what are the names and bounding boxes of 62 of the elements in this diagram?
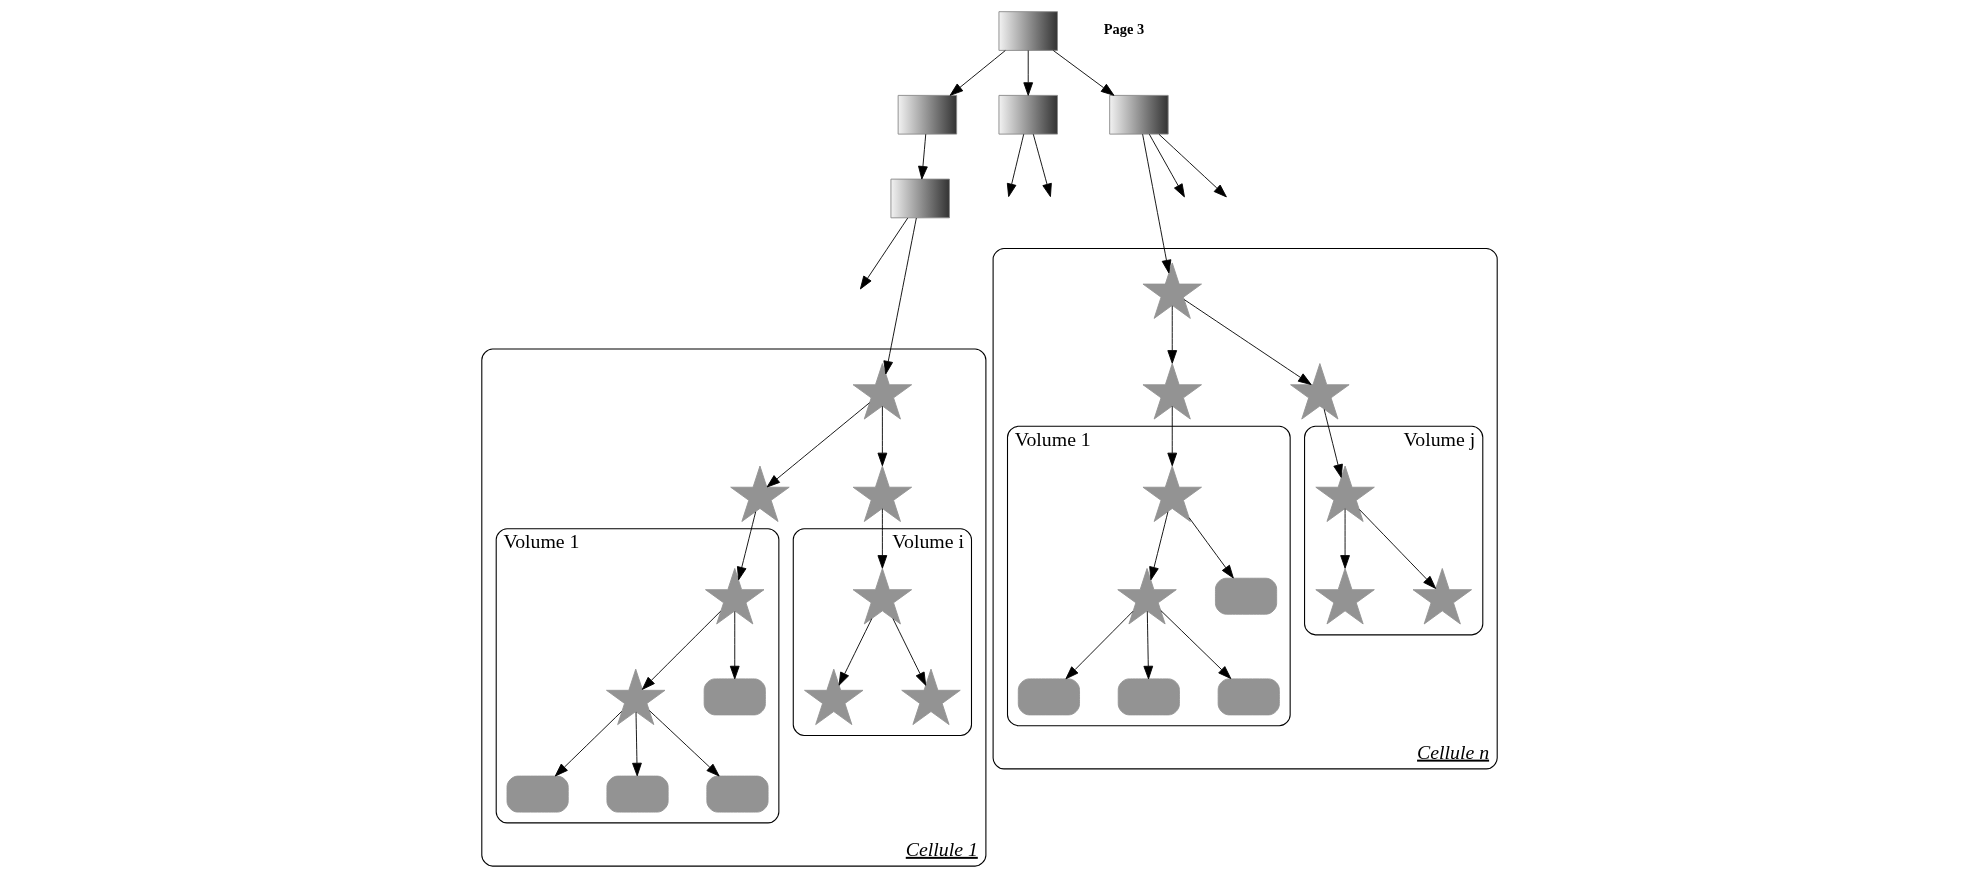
arrow bbox=[1167, 405, 1178, 467]
cluster: Volume 1 bbox=[495, 528, 780, 824]
node-box bbox=[606, 775, 669, 813]
arrow bbox=[1065, 610, 1134, 680]
arrow bbox=[949, 50, 1006, 96]
arrow bbox=[766, 402, 870, 488]
node-star bbox=[730, 465, 790, 522]
arrow bbox=[1148, 133, 1185, 198]
node-star bbox=[1412, 568, 1472, 625]
arrow bbox=[1188, 517, 1234, 579]
arrow bbox=[918, 133, 928, 180]
arrow bbox=[883, 217, 917, 375]
arrow bbox=[632, 711, 642, 777]
node-box bbox=[1017, 678, 1080, 716]
arrow bbox=[649, 710, 720, 777]
arrow bbox=[729, 610, 740, 680]
arrow bbox=[1149, 511, 1169, 581]
arrow bbox=[892, 618, 927, 686]
arrow bbox=[1323, 408, 1343, 478]
node-star bbox=[852, 363, 913, 420]
arrow bbox=[1358, 509, 1437, 589]
node-star bbox=[852, 465, 913, 522]
arrow bbox=[1032, 133, 1052, 198]
arrow bbox=[736, 511, 757, 581]
arrow bbox=[877, 405, 888, 467]
arrow bbox=[1052, 50, 1115, 96]
node-box bbox=[1117, 678, 1180, 716]
node-box bbox=[706, 775, 769, 813]
node-box bbox=[703, 678, 766, 716]
arrow bbox=[1340, 508, 1350, 569]
arrow bbox=[1167, 305, 1178, 364]
cluster: Volume 1 bbox=[1006, 425, 1291, 727]
cluster: Volume j bbox=[1304, 425, 1484, 636]
node-star bbox=[1290, 363, 1350, 420]
arrow bbox=[859, 217, 909, 290]
node-box bbox=[998, 11, 1058, 51]
arrow bbox=[1143, 610, 1154, 680]
node-box bbox=[1217, 678, 1280, 716]
arrow bbox=[1142, 133, 1172, 274]
node-box bbox=[890, 178, 950, 219]
label: Page 3 bbox=[1103, 20, 1145, 37]
node-star bbox=[852, 568, 913, 625]
node-star bbox=[1142, 363, 1202, 420]
node-star bbox=[1315, 568, 1375, 625]
node-star bbox=[1142, 262, 1202, 319]
arrow bbox=[1158, 133, 1227, 198]
node-star bbox=[606, 668, 666, 726]
cluster: Volume i bbox=[792, 528, 973, 737]
node-box bbox=[1215, 577, 1278, 615]
node-box bbox=[897, 94, 958, 135]
arrow bbox=[554, 711, 623, 777]
node-box bbox=[506, 775, 569, 813]
arrow bbox=[838, 618, 873, 686]
arrow bbox=[1183, 299, 1312, 385]
arrow bbox=[877, 508, 888, 569]
node-box bbox=[1109, 94, 1169, 135]
node-box bbox=[998, 94, 1058, 135]
arrow bbox=[1023, 50, 1034, 96]
arrow bbox=[1160, 610, 1232, 679]
arrow bbox=[641, 610, 721, 690]
arrow bbox=[1006, 133, 1025, 198]
node-star bbox=[1142, 465, 1202, 522]
